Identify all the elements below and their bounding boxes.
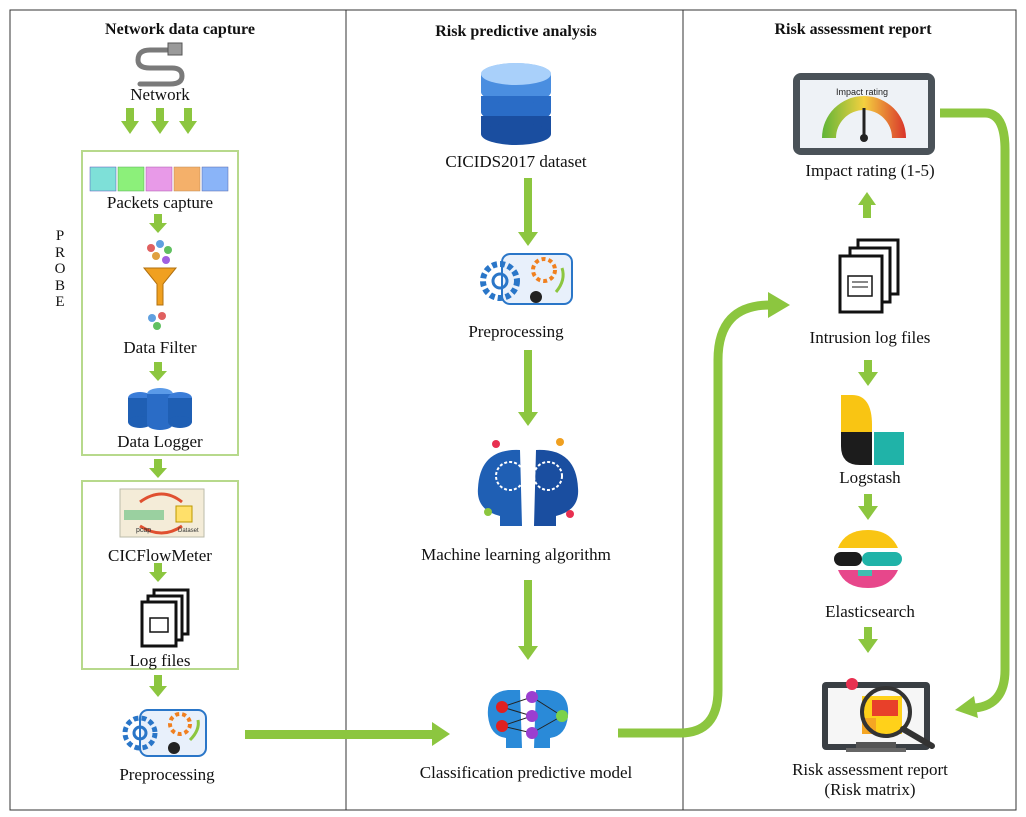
probe-letter: P	[55, 228, 65, 244]
label-log-files: Log files	[129, 651, 191, 670]
risk-matrix-icon	[822, 678, 935, 752]
elasticsearch-icon	[834, 530, 902, 588]
flow-box	[81, 480, 239, 670]
arrow-head-intrusion	[768, 292, 790, 318]
network-down-arrows	[121, 108, 197, 134]
probe-letter: R	[54, 244, 65, 261]
machine-learning-icon	[477, 438, 579, 526]
probe-label: P R O B E	[52, 228, 68, 311]
label-risk-matrix: (Risk matrix)	[824, 780, 916, 799]
arrow-up-impact	[858, 192, 876, 218]
label-intrusion-log-files: Intrusion log files	[809, 328, 931, 347]
label-elasticsearch: Elasticsearch	[825, 602, 915, 621]
network-cable-icon	[135, 42, 185, 87]
label-data-filter: Data Filter	[123, 338, 197, 357]
outer-frame	[9, 9, 1017, 811]
dataset-tag: Dataset	[178, 528, 199, 534]
col2-arrows	[518, 178, 538, 660]
probe-letter: O	[54, 261, 66, 277]
col3-arrows	[858, 360, 878, 653]
label-packets-capture: Packets capture	[106, 193, 214, 212]
label-data-logger: Data Logger	[117, 432, 203, 451]
col1-down-arrows	[149, 214, 167, 697]
header-risk-predictive-analysis: Risk predictive analysis	[435, 23, 597, 40]
label-logstash: Logstash	[839, 468, 901, 487]
probe-letter: B	[54, 277, 65, 294]
label-network: Network	[130, 85, 190, 104]
logstash-icon	[841, 395, 904, 465]
header-network-data-capture: Network data capture	[105, 21, 255, 38]
cicflowmeter-icon	[119, 488, 205, 538]
probe-box	[81, 150, 239, 456]
log-files-icon	[140, 588, 190, 648]
data-filter-icon	[142, 240, 178, 330]
label-cicids2017-dataset: CICIDS2017 dataset	[445, 152, 587, 171]
database-icon	[481, 63, 551, 145]
data-logger-icon	[128, 388, 192, 430]
label-machine-learning: Machine learning algorithm	[421, 545, 611, 564]
label-risk-report: Risk assessment report	[792, 760, 948, 779]
label-impact-rating: Impact rating (1-5)	[805, 161, 935, 180]
preprocessing-icon-2	[480, 253, 573, 305]
intrusion-log-icon	[838, 238, 900, 314]
header-risk-assessment-report: Risk assessment report	[774, 21, 932, 38]
label-cicflowmeter: CICFlowMeter	[108, 546, 212, 565]
arrow-to-intrusion	[618, 300, 771, 738]
arrow-to-model	[245, 722, 450, 746]
probe-letter: E	[55, 294, 65, 310]
packets-icon	[89, 166, 229, 192]
arrow-impact-to-report	[940, 108, 1010, 713]
label-classification-model: Classification predictive model	[419, 763, 633, 782]
preprocessing-icon-1	[122, 709, 207, 757]
label-preprocessing-1: Preprocessing	[119, 765, 215, 784]
pcap-tag: pcap	[136, 527, 151, 534]
classification-model-icon	[487, 690, 569, 748]
impact-gauge-icon	[793, 73, 935, 155]
label-preprocessing-2: Preprocessing	[468, 322, 564, 341]
gauge-label: Impact rating	[836, 87, 888, 97]
arrow-head-report	[955, 696, 978, 718]
